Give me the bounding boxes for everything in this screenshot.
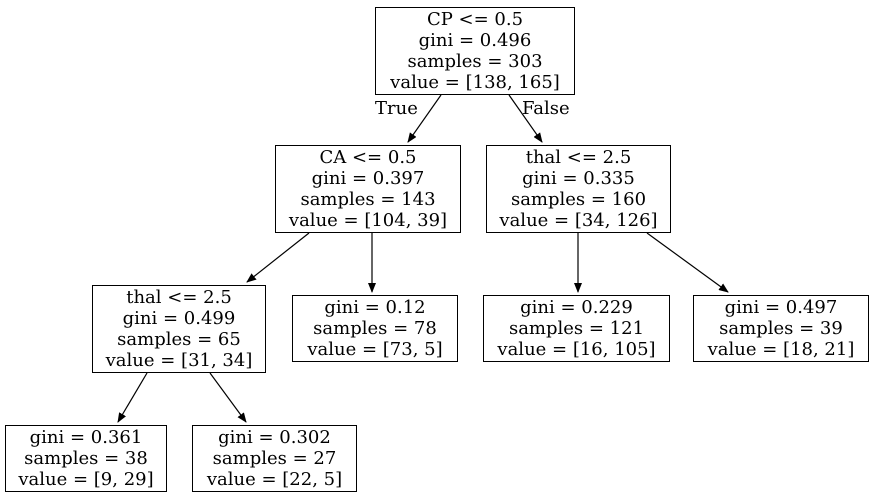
node-gini: gini = 0.361 — [29, 427, 143, 448]
node-samples: samples = 78 — [313, 318, 437, 339]
node-value: value = [22, 5] — [206, 469, 343, 490]
node-gini: gini = 0.497 — [724, 297, 838, 318]
node-value: value = [34, 126] — [499, 210, 658, 231]
tree-leaf-6: gini = 0.497 samples = 39 value = [18, 2… — [693, 295, 869, 362]
node-condition: thal <= 2.5 — [126, 287, 232, 308]
tree-node-root: CP <= 0.5 gini = 0.496 samples = 303 val… — [375, 7, 575, 95]
node-samples: samples = 27 — [212, 448, 337, 469]
node-value: value = [18, 21] — [707, 339, 855, 360]
node-condition: CA <= 0.5 — [319, 147, 417, 168]
node-gini: gini = 0.12 — [324, 297, 426, 318]
node-value: value = [138, 165] — [390, 72, 560, 93]
node-gini: gini = 0.335 — [522, 168, 635, 189]
edge-label-true: True — [375, 98, 418, 119]
node-value: value = [16, 105] — [497, 339, 656, 360]
tree-node-3: thal <= 2.5 gini = 0.499 samples = 65 va… — [92, 285, 266, 373]
edge-node3-to-node8 — [209, 372, 247, 423]
node-value: value = [9, 29] — [18, 469, 154, 490]
node-samples: samples = 65 — [117, 329, 241, 350]
node-gini: gini = 0.499 — [122, 308, 236, 329]
node-value: value = [104, 39] — [288, 210, 448, 231]
node-gini: gini = 0.229 — [520, 297, 633, 318]
node-condition: thal <= 2.5 — [525, 147, 632, 168]
edge-node3-to-node7 — [117, 372, 148, 423]
node-gini: gini = 0.302 — [218, 427, 331, 448]
node-samples: samples = 38 — [24, 448, 148, 469]
node-value: value = [73, 5] — [307, 339, 443, 360]
node-samples: samples = 143 — [300, 189, 436, 210]
node-samples: samples = 39 — [719, 318, 843, 339]
edge-node1-to-node3 — [246, 232, 310, 283]
tree-node-2: thal <= 2.5 gini = 0.335 samples = 160 v… — [486, 145, 671, 233]
node-gini: gini = 0.496 — [418, 30, 532, 51]
tree-leaf-7: gini = 0.361 samples = 38 value = [9, 29… — [5, 425, 167, 492]
edge-node2-to-node6 — [646, 232, 729, 293]
node-samples: samples = 160 — [510, 189, 647, 210]
node-condition: CP <= 0.5 — [426, 9, 524, 30]
edge-label-false: False — [522, 98, 570, 119]
node-value: value = [31, 34] — [105, 350, 253, 371]
node-samples: samples = 303 — [407, 51, 543, 72]
node-samples: samples = 121 — [508, 318, 645, 339]
node-gini: gini = 0.397 — [311, 168, 425, 189]
tree-node-1: CA <= 0.5 gini = 0.397 samples = 143 val… — [275, 145, 461, 233]
tree-leaf-8: gini = 0.302 samples = 27 value = [22, 5… — [192, 425, 357, 492]
tree-leaf-5: gini = 0.229 samples = 121 value = [16, … — [483, 295, 670, 362]
tree-leaf-4: gini = 0.12 samples = 78 value = [73, 5] — [292, 295, 458, 362]
